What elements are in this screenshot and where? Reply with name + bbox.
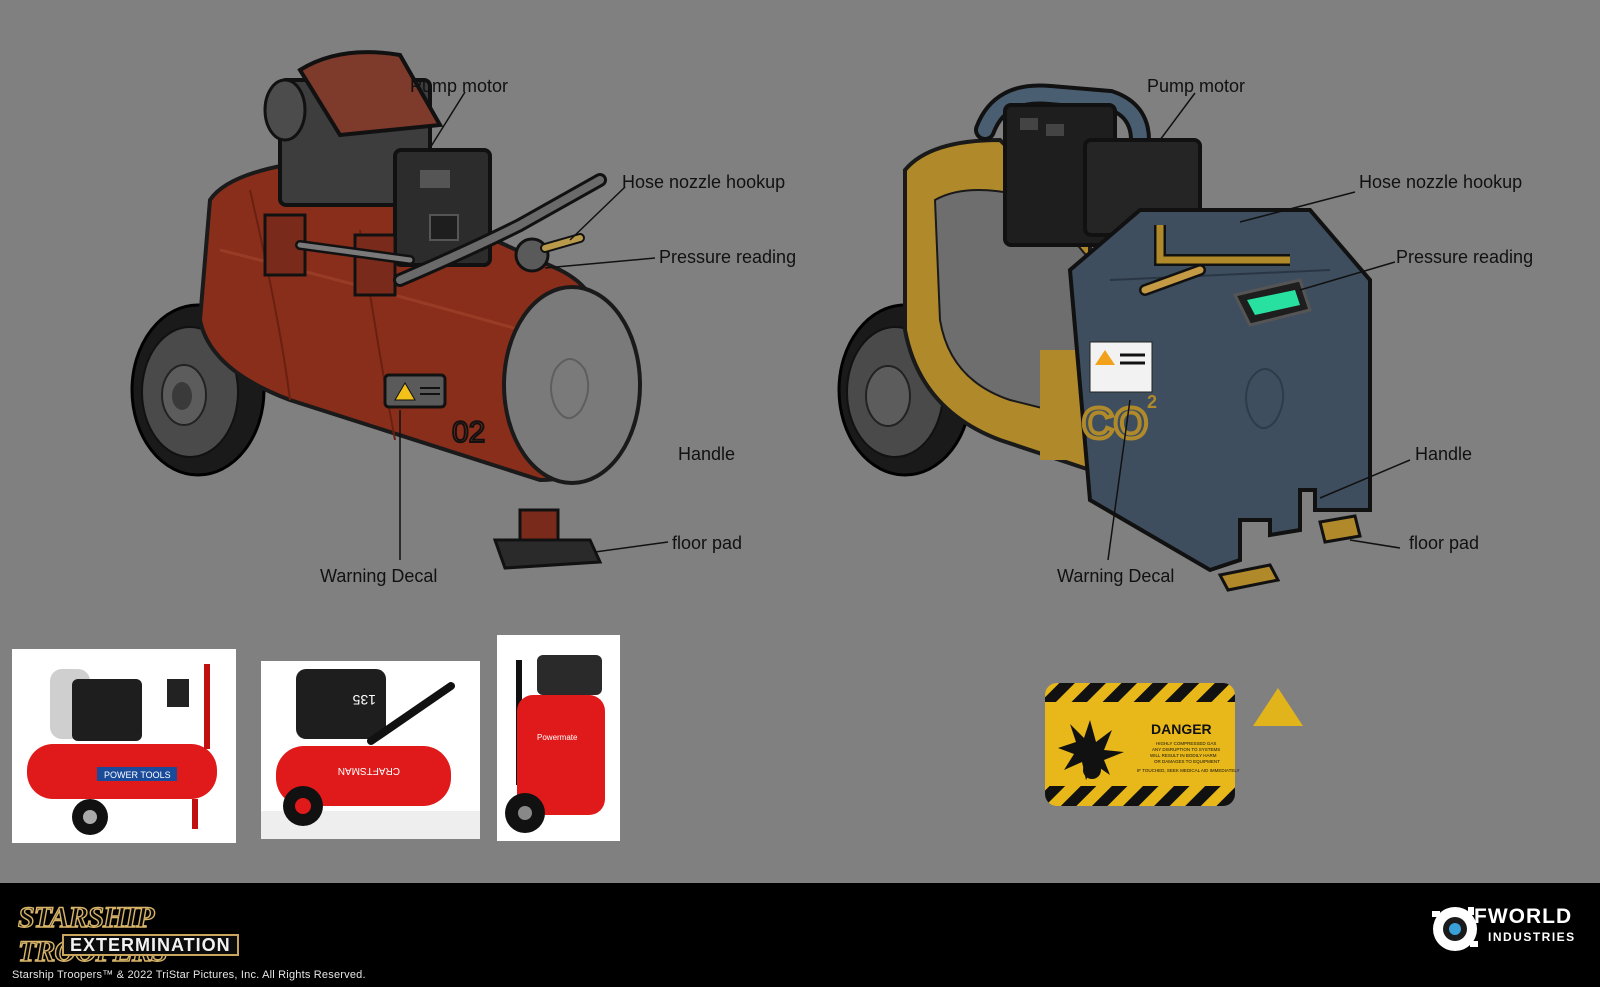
red-pump-motor: [263, 50, 492, 267]
left-label-handle: Handle: [678, 444, 736, 464]
left-leader-lines: [399, 91, 669, 560]
danger-line-4: OR DAMAGES TO EQUIPMENT: [1154, 759, 1220, 764]
reference-photo-1-drawing: POWER TOOLS: [27, 664, 217, 835]
photo3-label: Powermate: [537, 733, 578, 742]
reference-photo-2-drawing: CRAFTSMAN 135: [261, 669, 480, 839]
red-pressure-gauge: [514, 237, 550, 273]
left-label-warning-decal: Warning Decal: [320, 566, 438, 586]
left-label-pump-motor: Pump motor: [410, 76, 509, 96]
red-tank-endcap: [502, 285, 642, 485]
offworld-subwordmark: INDUSTRIES: [1488, 930, 1576, 944]
right-label-warning-decal: Warning Decal: [1057, 566, 1175, 586]
reference-photo-2: CRAFTSMAN 135: [261, 661, 480, 839]
right-label-hose-nozzle-hookup: Hose nozzle hookup: [1359, 172, 1523, 192]
blue-floor-pad-right: [1318, 514, 1362, 544]
offworld-wordmark: FWORLD: [1474, 905, 1573, 928]
right-leader-lines: [1107, 92, 1411, 561]
photo2-psi: 135: [352, 692, 376, 708]
offworld-emblem-icon: [1432, 907, 1478, 951]
danger-line-2: ANY DISRUPTION TO SYSTEMS: [1152, 747, 1220, 752]
right-label-handle: Handle: [1415, 444, 1473, 464]
right-label-floor-pad: floor pad: [1409, 533, 1480, 553]
red-handle: [295, 173, 607, 287]
reference-photo-3-drawing: Powermate: [505, 655, 605, 833]
offworld-logo: FWORLD INDUSTRIES: [1430, 893, 1596, 963]
right-label-pump-motor: Pump motor: [1147, 76, 1246, 96]
blue-compressor-illustration: CO 2: [837, 83, 1411, 592]
left-label-hose-nozzle-hookup: Hose nozzle hookup: [622, 172, 786, 192]
red-floor-pad: [492, 508, 603, 570]
reference-photo-3: Powermate: [497, 635, 620, 841]
danger-title: DANGER: [1151, 721, 1212, 737]
starship-troopers-logo: STARSHIP TROOPERS EXTERMINATION: [10, 899, 239, 969]
danger-explosion-icon: [1058, 720, 1124, 780]
blue-pressure-screen: [1232, 278, 1312, 327]
blue-floor-pad-left: [1217, 563, 1281, 592]
blue-tank-marking: CO: [1082, 399, 1148, 448]
concept-sheet: 02 Pump motor Hose nozzle hookup Pressur…: [12, 50, 1534, 843]
red-compressor-illustration: 02: [130, 50, 669, 570]
blue-warning-decal: [1089, 341, 1153, 393]
danger-line-5: IF TOUCHED, SEEK MEDICAL AID IMMEDIATELY: [1137, 768, 1240, 773]
danger-line-3: WILL RESULT IN BODILY HARM: [1150, 753, 1217, 758]
danger-line-1: HIGHLY COMPRESSED GAS: [1156, 741, 1216, 746]
left-label-floor-pad: floor pad: [672, 533, 743, 553]
red-tank-marking: 02: [452, 416, 485, 449]
logo-subtitle: EXTERMINATION: [62, 934, 239, 956]
footer-bar: STARSHIP TROOPERS EXTERMINATION Starship…: [0, 883, 1600, 987]
copyright-text: Starship Troopers™ & 2022 TriStar Pictur…: [12, 969, 366, 981]
caution-triangle-icon: [1253, 688, 1303, 726]
left-label-pressure-reading: Pressure reading: [659, 247, 797, 267]
reference-photo-1: POWER TOOLS: [12, 649, 236, 843]
right-label-pressure-reading: Pressure reading: [1396, 247, 1534, 267]
photo1-label: POWER TOOLS: [104, 770, 171, 780]
blue-tank-marking-super: 2: [1147, 392, 1157, 412]
photo2-label: CRAFTSMAN: [338, 765, 400, 776]
